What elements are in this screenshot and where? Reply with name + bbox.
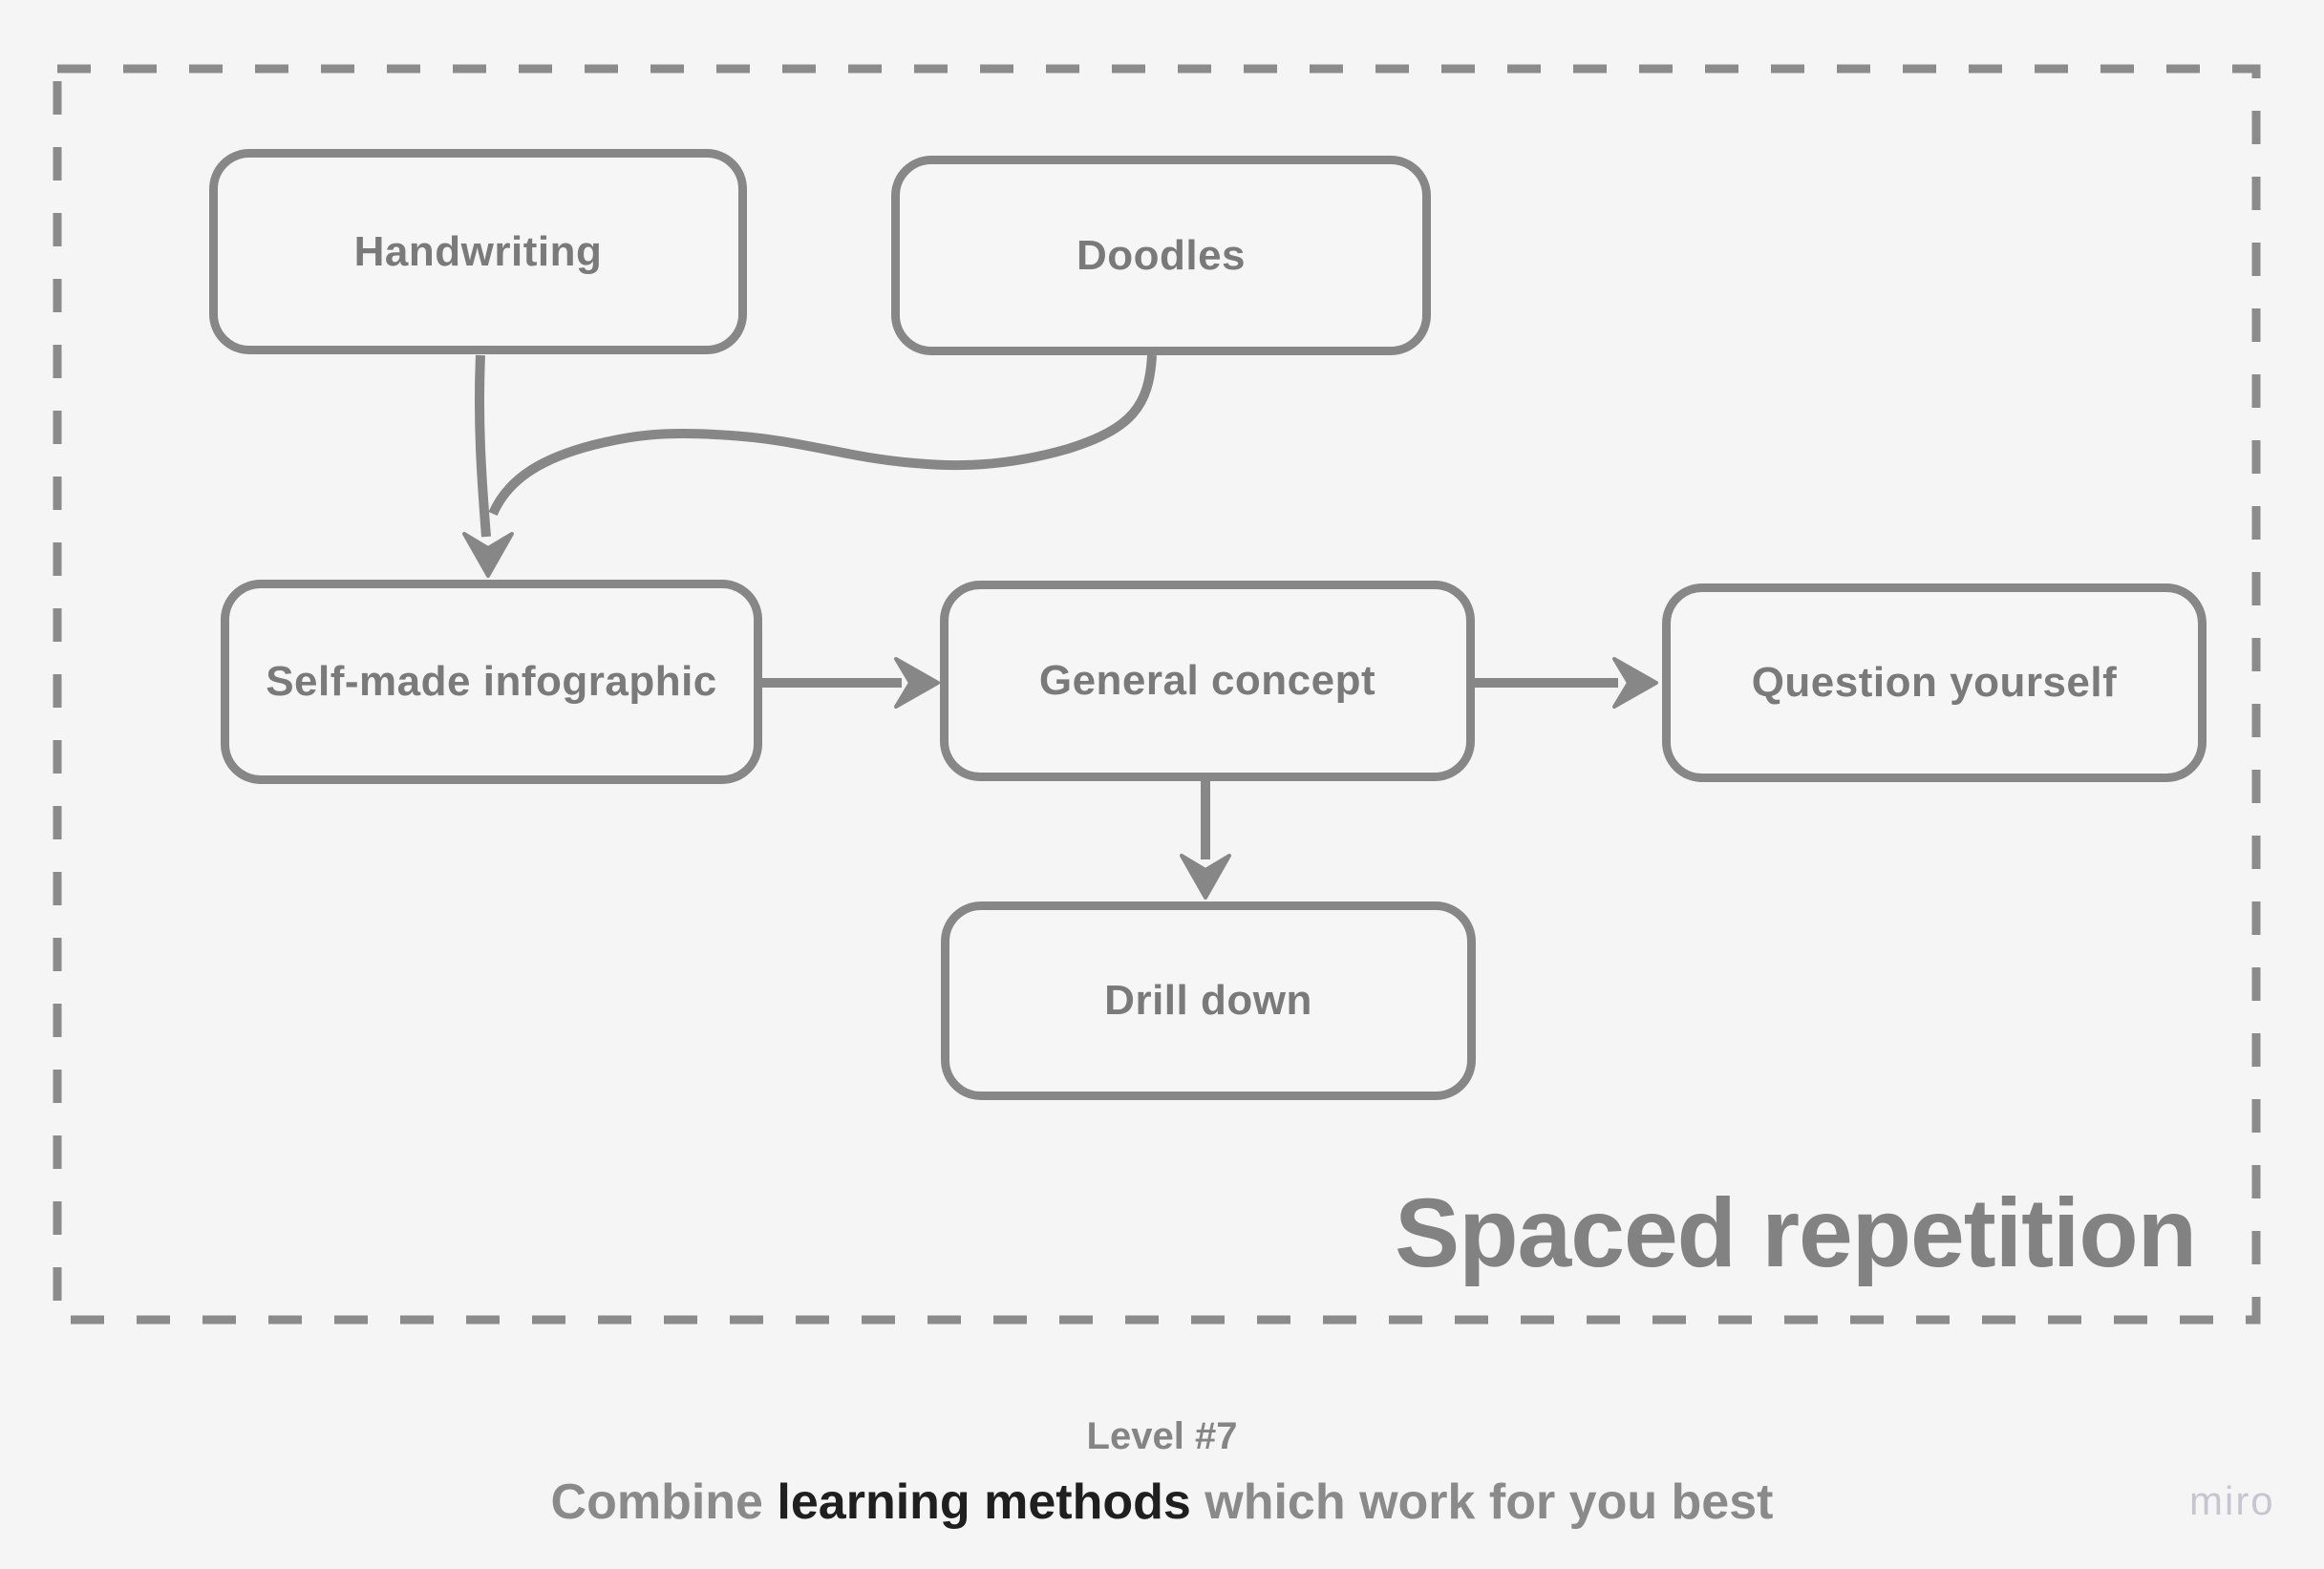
node-drill-down-label: Drill down (1104, 977, 1312, 1024)
caption-level-label: Level #7 (1086, 1415, 1238, 1457)
arrowhead-into-question-yourself (1612, 657, 1658, 709)
frame-title[interactable]: Spaced repetition (1395, 1178, 2197, 1287)
node-self-made-infographic[interactable]: Self-made infographic (221, 580, 762, 784)
node-handwriting[interactable]: Handwriting (209, 149, 747, 354)
caption-text-line: Combine learning methods which work for … (0, 1474, 2324, 1531)
edge-handwriting-to-self-made-infographic[interactable] (474, 354, 491, 538)
caption-text-prefix: Combine (550, 1474, 778, 1530)
caption-text-emphasis: learning methods (777, 1474, 1191, 1530)
node-general-concept-label: General concept (1038, 657, 1376, 704)
caption-text-suffix: which work for you best (1190, 1474, 1774, 1530)
arrowhead-into-general-concept (894, 657, 940, 709)
node-question-yourself-label: Question yourself (1751, 659, 2118, 706)
node-handwriting-label: Handwriting (353, 227, 603, 275)
arrowhead-into-self-made-infographic (462, 532, 514, 578)
node-doodles-label: Doodles (1076, 231, 1247, 279)
edge-doodles-to-self-made-infographic[interactable] (488, 354, 1157, 517)
node-doodles[interactable]: Doodles (891, 156, 1431, 355)
node-general-concept[interactable]: General concept (940, 581, 1475, 781)
frame-dashed-border[interactable] (53, 64, 2261, 1325)
board-caption: Level #7 Combine learning methods which … (0, 1415, 2324, 1531)
node-drill-down[interactable]: Drill down (941, 901, 1476, 1100)
miro-logo: miro (2189, 1478, 2275, 1523)
node-self-made-infographic-label: Self-made infographic (266, 658, 717, 705)
node-question-yourself[interactable]: Question yourself (1662, 583, 2207, 782)
arrowhead-into-drill-down (1180, 854, 1231, 900)
